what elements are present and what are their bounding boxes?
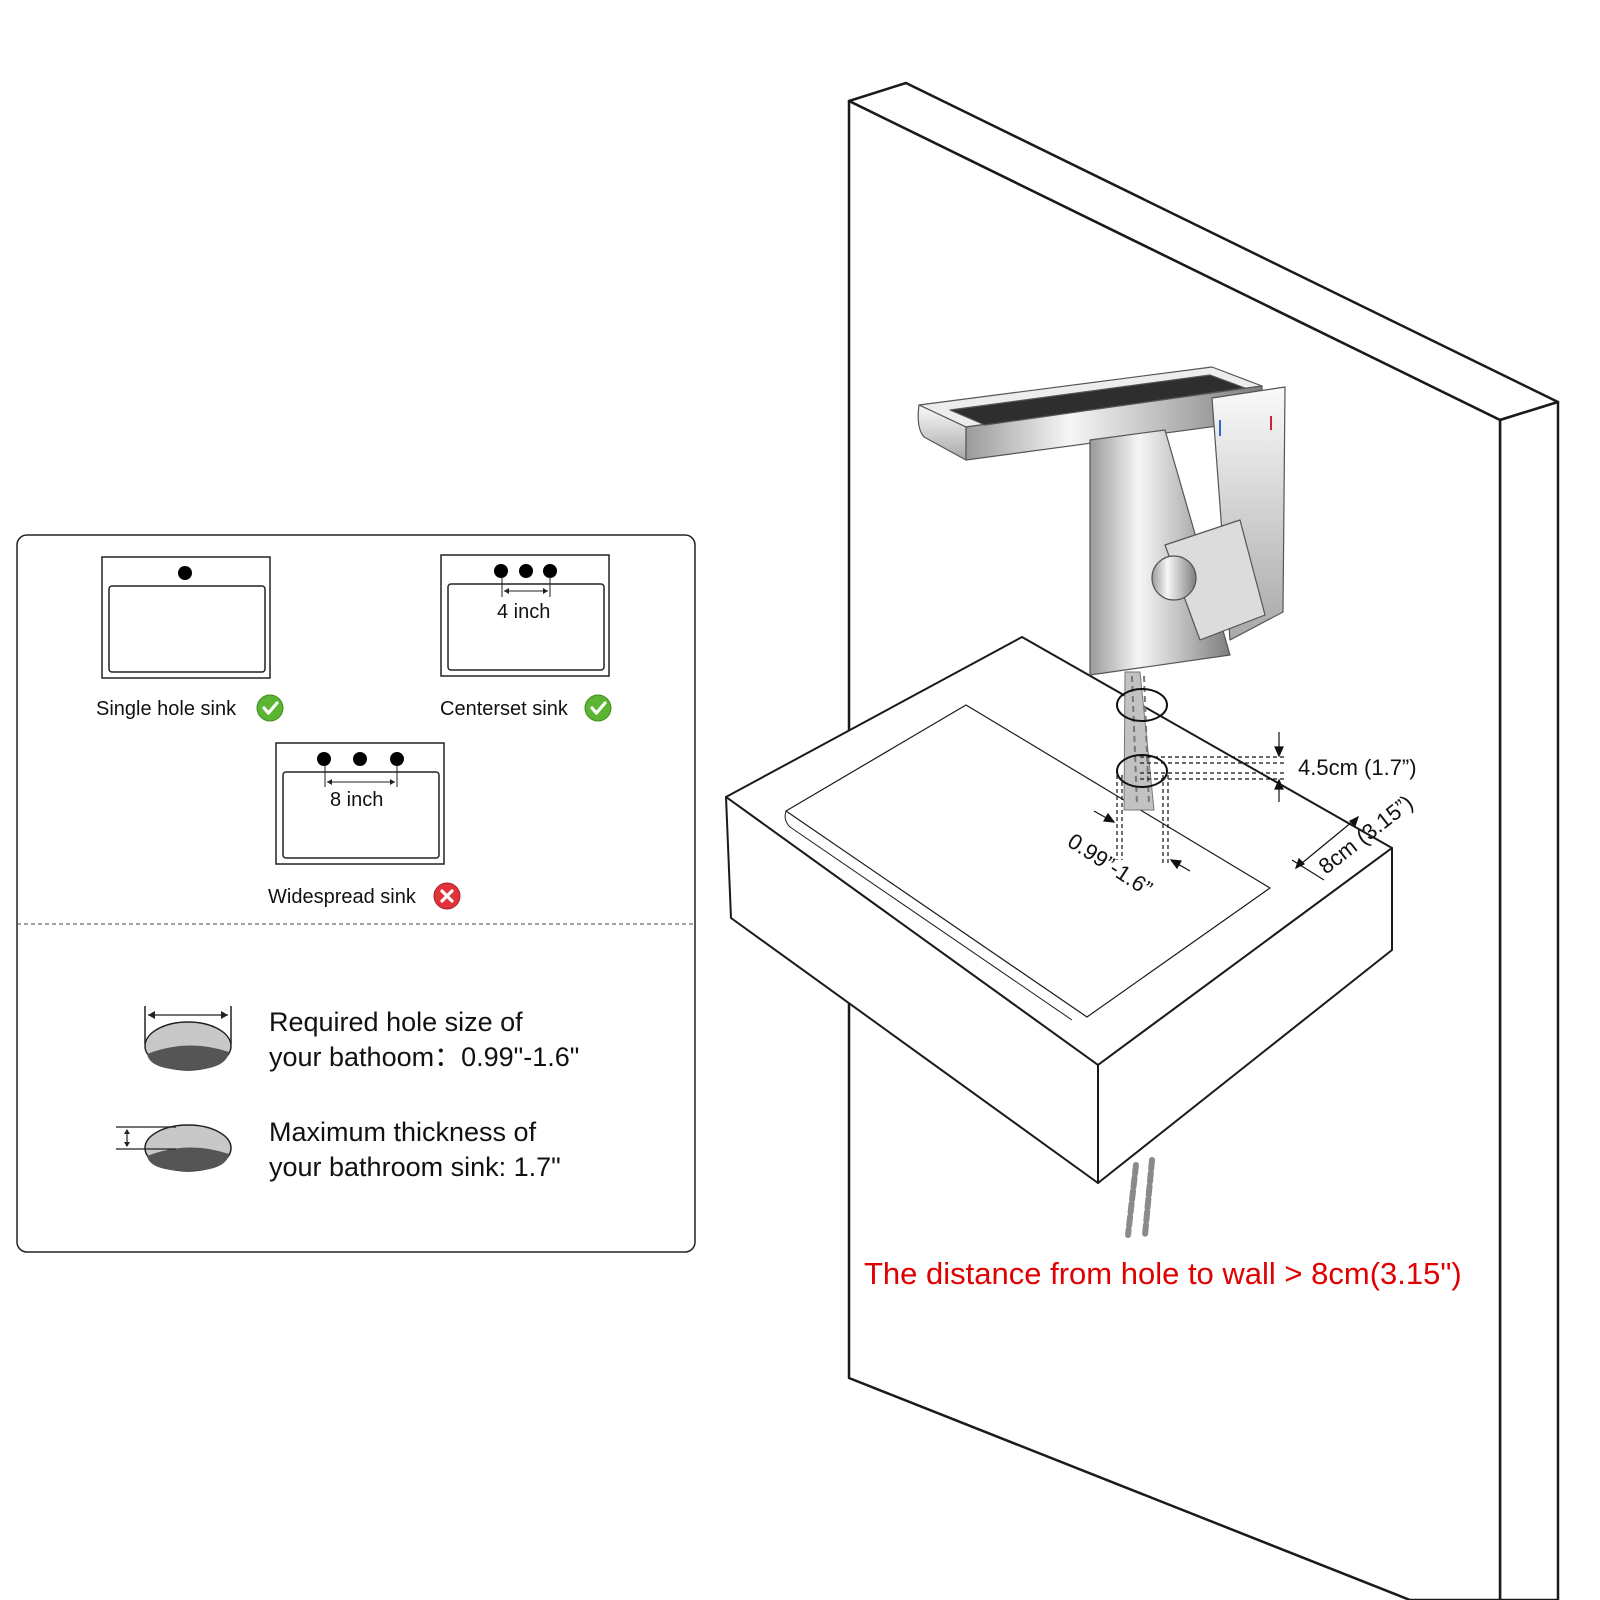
widespread-sink-label: Widespread sink <box>268 886 417 908</box>
wall-distance-note: The distance from hole to wall > 8cm(3.1… <box>864 1256 1462 1291</box>
thickness-dimension <box>1140 732 1287 802</box>
vessel-sink <box>725 636 1393 1184</box>
cross-icon <box>433 882 461 910</box>
waterfall-faucet <box>917 366 1286 676</box>
hole-size-line2: your bathoom：0.99"-1.6" <box>269 1042 579 1072</box>
thickness-line2: your bathroom sink: 1.7" <box>269 1152 561 1182</box>
hole-size-icon <box>144 1006 232 1071</box>
faucet-hole-bottom <box>1116 754 1168 788</box>
widespread-spacing-label: 8 inch <box>330 789 383 811</box>
hole-size-line1: Required hole size of <box>269 1007 523 1037</box>
thickness-line1: Maximum thickness of <box>269 1117 537 1147</box>
supply-hoses <box>1125 1157 1155 1238</box>
faucet-hole-top <box>1116 688 1168 722</box>
hole-diameter-dimension <box>1093 775 1191 872</box>
centerset-sink-label: Centerset sink <box>440 698 569 720</box>
wall-distance-dimension <box>1291 815 1360 881</box>
sink-compatibility-panel <box>16 534 696 1253</box>
faucet-shank <box>1123 671 1155 811</box>
thickness-dimension-label: 4.5cm (1.7”) <box>1298 755 1417 780</box>
check-icon <box>584 694 612 722</box>
thickness-icon <box>116 1124 232 1172</box>
check-icon <box>256 694 284 722</box>
centerset-sink-diagram <box>440 554 610 677</box>
single-hole-sink-label: Single hole sink <box>96 698 237 720</box>
single-hole-sink-diagram <box>101 556 271 679</box>
widespread-sink-diagram <box>275 742 445 865</box>
centerset-spacing-label: 4 inch <box>497 601 550 623</box>
